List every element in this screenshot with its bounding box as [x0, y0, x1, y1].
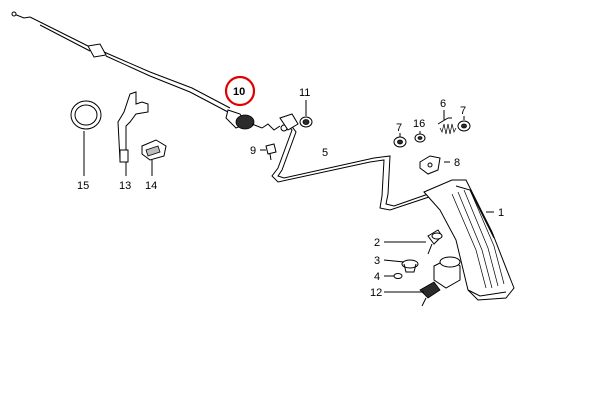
throttle-cable [11, 11, 288, 132]
label-part-15[interactable]: 15 [77, 180, 89, 192]
label-part-3[interactable]: 3 [374, 255, 380, 267]
bracket [117, 91, 149, 163]
label-part-5[interactable]: 5 [322, 147, 328, 159]
bearing [414, 133, 426, 143]
label-part-10[interactable]: 10 [233, 86, 245, 98]
pin [265, 143, 277, 161]
washer [393, 273, 403, 279]
label-part-11[interactable]: 11 [299, 87, 310, 99]
spring [437, 117, 457, 135]
ring [70, 100, 102, 130]
clamp [419, 155, 441, 175]
accelerator-rod [271, 113, 435, 211]
kickdown-switch [419, 256, 461, 307]
label-part-4[interactable]: 4 [374, 271, 380, 283]
label-part-2[interactable]: 2 [374, 237, 380, 249]
label-part-1[interactable]: 1 [498, 207, 504, 219]
label-part-8[interactable]: 8 [454, 157, 460, 169]
label-part-12[interactable]: 12 [370, 287, 382, 299]
clip [141, 139, 167, 161]
bush-left [393, 136, 407, 148]
label-part-16[interactable]: 16 [413, 118, 425, 130]
accelerator-pedal [423, 179, 515, 301]
label-part-14[interactable]: 14 [145, 180, 157, 192]
leader-lines [83, 100, 494, 293]
label-part-7-right[interactable]: 7 [460, 105, 466, 117]
bush [299, 116, 313, 128]
label-part-9[interactable]: 9 [250, 145, 256, 157]
label-part-7-left[interactable]: 7 [396, 122, 402, 134]
label-part-13[interactable]: 13 [119, 180, 131, 192]
bush-right [457, 120, 471, 132]
pedal-stop [427, 229, 443, 255]
buffer [401, 259, 419, 273]
highlight-circle [224, 75, 256, 107]
label-part-6[interactable]: 6 [440, 98, 446, 110]
